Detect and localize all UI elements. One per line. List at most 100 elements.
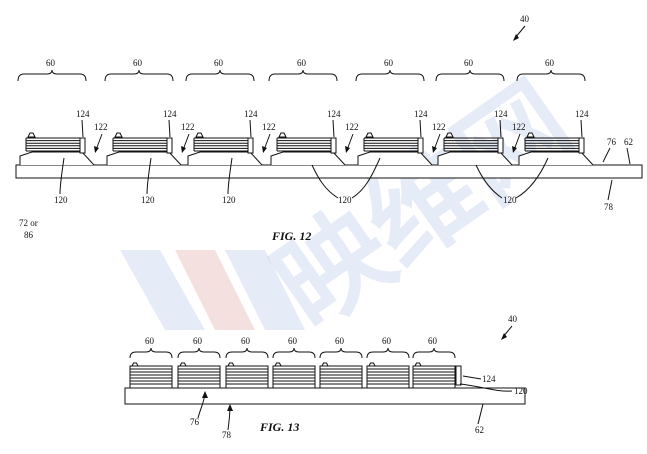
fig12-module-connector-leader [499, 119, 502, 138]
fig13-module-label: 60 [145, 336, 155, 346]
fig12-module-brace [104, 69, 174, 82]
fig13-assembly-arrow [501, 333, 507, 340]
fig12-module-connector-ref: 124 [494, 109, 508, 119]
fig12-module-cell-ref: 120 [222, 195, 236, 205]
fig12-module-cell-leader [59, 157, 65, 195]
fig13-module-vent-cap [321, 362, 329, 367]
fig12-cell-leader-mid-b [351, 157, 381, 199]
fig12-module-housing [106, 151, 182, 166]
fig12-module-connector-ref: 124 [414, 109, 428, 119]
fig12-assembly-arrow [513, 34, 519, 41]
fig12-module-vent-cap [445, 132, 454, 138]
fig12-module-connector-ref: 124 [163, 109, 177, 119]
fig12-cell-leader-mid-a [311, 164, 339, 199]
fig13-module-brace [412, 347, 456, 359]
fig13-connector-ref: 124 [482, 374, 496, 384]
fig12-module-label: 60 [133, 58, 143, 68]
fig12-base-plate [15, 164, 643, 179]
fig12-module-gap-ref: 122 [94, 122, 108, 132]
fig13-ref-76-arrow [202, 391, 208, 398]
fig13-module-label: 60 [428, 336, 438, 346]
fig12-module-gap-ref: 122 [432, 122, 446, 132]
fig12-module-label: 60 [297, 58, 307, 68]
fig12-module-connector-leader [580, 119, 583, 138]
fig12-module-housing [357, 151, 433, 166]
fig12-module-gap-ref: 122 [345, 122, 359, 132]
fig12-module-cell-ref: 120 [54, 195, 68, 205]
fig12-module-vent-cap [195, 132, 204, 138]
fig13-caption: FIG. 13 [259, 420, 299, 434]
fig12-module-label: 60 [214, 58, 224, 68]
fig13-module-vent-cap [368, 362, 376, 367]
fig12-ref-76-leader [602, 147, 611, 163]
fig12-ref-78-leader [607, 179, 613, 201]
fig13-ref-76: 76 [190, 417, 200, 427]
fig13-ref-78-arrow [227, 404, 233, 411]
nw-logo-watermark [120, 250, 305, 330]
fig12-module-cell-ref: 120 [141, 195, 155, 205]
fig12-module-vent-cap [278, 132, 287, 138]
fig13-connector-leader [462, 375, 482, 380]
fig13-module-vent-cap [179, 362, 187, 367]
fig12-module-vent-cap [526, 132, 535, 138]
fig12-module-brace [268, 69, 338, 82]
watermark: 映维网 [120, 59, 596, 353]
fig13-ref-62-leader [477, 403, 484, 425]
fig12-module-housing [437, 151, 513, 166]
fig13-cell-ref: 120 [514, 386, 528, 396]
fig12-ref-62-leader [626, 147, 631, 165]
fig12-cell-ref-right: 120 [503, 195, 517, 205]
fig13-module-brace [225, 347, 269, 359]
fig12-module-connector [497, 137, 504, 154]
fig12-module-brace [435, 69, 505, 82]
fig12-module-label: 60 [464, 58, 474, 68]
fig12-module-vent-cap [365, 132, 374, 138]
fig12-module-vent-cap [114, 132, 123, 138]
fig12-module-housing [187, 151, 263, 166]
fig13-module-label: 60 [241, 336, 251, 346]
fig12-cell-ref-mid: 120 [338, 195, 352, 205]
fig12-module-connector [247, 137, 254, 154]
fig12-module-gap-ref: 122 [512, 122, 526, 132]
fig12-module-connector-leader [168, 119, 171, 138]
fig12-module-gap-arrow [94, 146, 99, 153]
fig12-ref-62: 62 [624, 137, 633, 147]
fig12-module-label: 60 [384, 58, 394, 68]
fig12-module-connector-ref: 124 [244, 109, 258, 119]
fig13-ref-78: 78 [222, 430, 232, 440]
fig12-module-housing [270, 151, 346, 166]
fig12-module-gap-arrow [345, 146, 350, 153]
fig13-module-label: 60 [193, 336, 203, 346]
fig12-module-gap-ref: 122 [262, 122, 276, 132]
fig12-modules: 60 124 120 122 60 124 120 122 60 124 120 122 60 124 12… [17, 58, 594, 205]
fig12-module-label: 60 [46, 58, 56, 68]
fig12-module-connector-leader [332, 119, 335, 138]
fig13-connector [455, 365, 462, 386]
fig12-module-gap-arrow [262, 146, 267, 153]
fig13-base-plate [124, 387, 526, 405]
fig12-module-vent-cap [27, 132, 36, 138]
fig12-module-housing [518, 151, 594, 166]
fig12-ref-76: 76 [607, 137, 617, 147]
fig12-assembly-ref: 40 [520, 14, 530, 24]
fig13-module-vent-cap [131, 362, 139, 367]
fig12-module-connector [330, 137, 337, 154]
fig13-module-vent-cap [227, 362, 235, 367]
fig13-module-brace [129, 347, 173, 359]
fig13-module-vent-cap [414, 362, 422, 367]
figure-12: 40 60 124 120 122 60 124 120 122 60 124 120 122 60 12… [15, 14, 643, 243]
fig12-module-brace [17, 69, 87, 82]
fig12-module-connector [166, 137, 173, 154]
fig12-module-label: 60 [545, 58, 555, 68]
fig12-module-gap-arrow [432, 146, 437, 153]
fig13-module-vent-cap [274, 362, 282, 367]
fig12-module-gap-arrow [512, 146, 517, 153]
fig12-cell-leader-right-b [515, 157, 549, 199]
fig12-module-connector-ref: 124 [575, 109, 589, 119]
fig12-caption: FIG. 12 [271, 229, 311, 243]
fig13-module-brace [366, 347, 410, 359]
fig12-cell-leader-right-a [475, 164, 503, 199]
fig12-module-cell-leader [227, 157, 233, 195]
fig12-module-connector-leader [419, 119, 422, 138]
